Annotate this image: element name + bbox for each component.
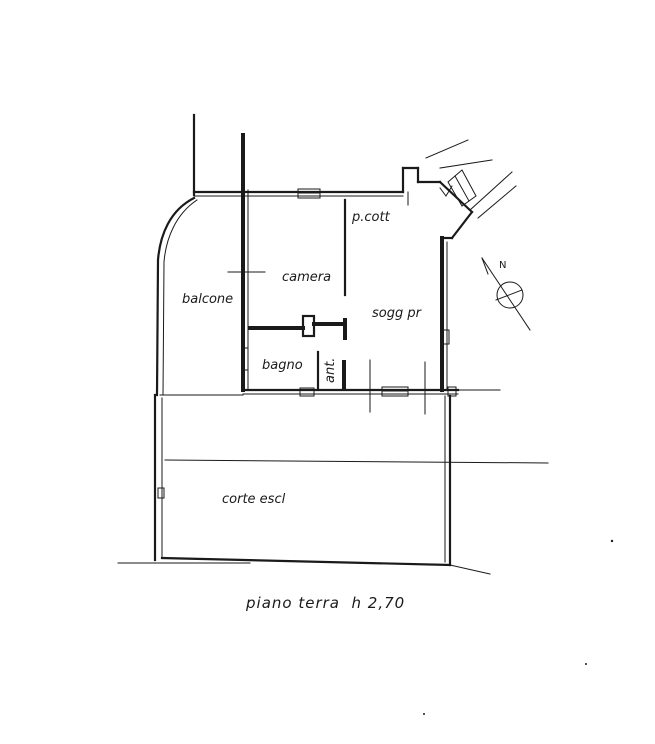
label-bagno: bagno: [262, 358, 303, 373]
balcony-partition: [227, 133, 266, 392]
bottom-wall: [241, 359, 501, 415]
scan-specks: [423, 539, 614, 715]
top-wall: [192, 166, 442, 206]
courtyard-outline: [117, 393, 549, 575]
label-camera: camera: [282, 270, 331, 285]
diagonal-bay: [425, 139, 517, 240]
right-wall: [440, 236, 450, 392]
north-compass: [481, 257, 531, 331]
label-ant: ant.: [323, 358, 338, 383]
bagno-partitions: [248, 314, 347, 390]
label-sogg-pr: sogg pr: [372, 306, 423, 321]
plan-caption: piano terra h 2,70: [245, 594, 405, 612]
label-p-cott: p.cott: [351, 210, 391, 225]
compass-north-label: N: [499, 260, 506, 271]
label-balcone: balcone: [182, 292, 233, 307]
label-corte-escl: corte escl: [222, 492, 286, 507]
balcony-outline: [155, 113, 198, 397]
